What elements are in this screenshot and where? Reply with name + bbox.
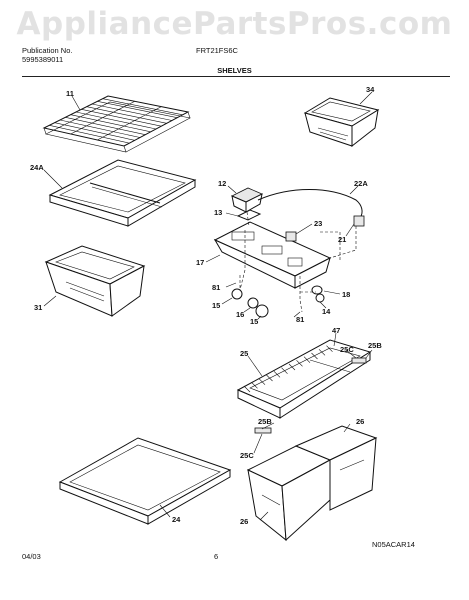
cover-slat: [288, 363, 296, 371]
model-number: FRT21FS6C: [196, 46, 238, 55]
callout-15b: 15: [250, 317, 258, 326]
shelf-wire: [81, 109, 162, 127]
cover-slat: [296, 360, 303, 367]
shelf-wire: [59, 119, 141, 138]
callout-47: 47: [332, 326, 340, 335]
wire-shelf: [42, 95, 191, 153]
callout-25c-upper: 25C: [340, 345, 354, 354]
shelf-wire: [75, 111, 157, 130]
callout-25b-upper: 25B: [368, 341, 382, 350]
publication-number: 5995389011: [22, 55, 64, 64]
callout-25b-lower: 25B: [258, 417, 272, 426]
crisper-pans-26: [246, 425, 378, 542]
callout-25c-lower: 25C: [240, 451, 254, 460]
shelf-crossbar: [97, 106, 162, 141]
callout-26-upper: 26: [356, 417, 364, 426]
callout-12: 12: [218, 179, 226, 188]
small-parts: [231, 231, 325, 318]
callout-labels: 11 34 24A 12 22A 13 23 21 17 31 81 15 16…: [30, 85, 382, 526]
footer-page: 6: [214, 552, 219, 561]
cover-slat: [243, 385, 251, 393]
callout-14: 14: [322, 307, 331, 316]
callout-16: 16: [236, 310, 244, 319]
cover-slat: [303, 356, 311, 363]
callout-21: 21: [338, 235, 346, 244]
shelf-wire: [86, 106, 167, 124]
shelf-wire: [70, 114, 151, 133]
shelf-crossbar: [70, 101, 135, 135]
glass-shelf-24a: [48, 159, 197, 227]
control-housing: [213, 221, 332, 313]
cover-slat: [266, 374, 273, 382]
shelf-wire: [65, 117, 146, 135]
cover-slat: [318, 349, 326, 356]
cover-slat: [273, 371, 281, 378]
callout-81a: 81: [212, 283, 220, 292]
cover-slat: [251, 382, 258, 389]
callout-26-lower: 26: [240, 517, 248, 526]
cover-slat: [326, 345, 333, 352]
section-title: SHELVES: [217, 66, 252, 75]
watermark: AppliancePartsPros.com: [16, 6, 453, 42]
deli-drawer-31: [44, 245, 146, 317]
shelf-wire: [54, 122, 135, 141]
callout-13: 13: [214, 208, 222, 217]
callout-18: 18: [342, 290, 350, 299]
callout-24: 24: [172, 515, 181, 524]
cover-slat: [281, 367, 288, 374]
cover-slat: [311, 352, 318, 360]
callout-17: 17: [196, 258, 204, 267]
glass-shelf-24: [58, 437, 232, 525]
shelf-wire: [97, 101, 178, 118]
callout-24a: 24A: [30, 163, 44, 172]
crisper-cover-frame: [236, 339, 372, 434]
callout-11: 11: [66, 89, 74, 98]
leader-lines: [43, 91, 373, 521]
crisper-pan-34: [303, 97, 380, 148]
callout-15a: 15: [212, 301, 220, 310]
callout-34: 34: [366, 85, 375, 94]
header-rule: [22, 76, 450, 77]
callout-25: 25: [240, 349, 248, 358]
callout-22a: 22A: [354, 179, 368, 188]
drawing-code: N05ACAR14: [372, 540, 415, 549]
control-knob-12: [231, 187, 263, 227]
wire-harness-22a: [257, 189, 365, 262]
shelf-wire: [91, 103, 173, 121]
callout-31: 31: [34, 303, 42, 312]
shelf-wire: [49, 125, 130, 144]
footer-date: 04/03: [22, 552, 41, 561]
publication-label: Publication No.: [22, 46, 73, 55]
callout-23: 23: [314, 219, 322, 228]
shelf-wire: [102, 98, 183, 116]
callout-81b: 81: [296, 315, 304, 324]
cover-slat: [258, 378, 266, 385]
